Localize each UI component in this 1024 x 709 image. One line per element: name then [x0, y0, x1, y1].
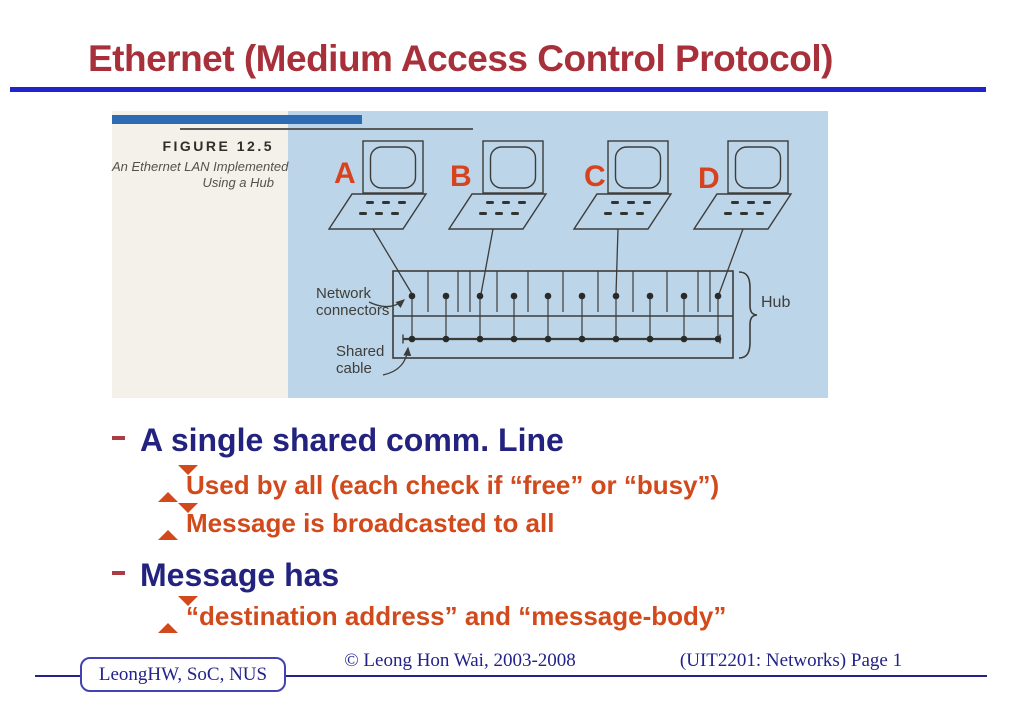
computer-a-drawing	[327, 140, 428, 230]
computer-c-drawing	[572, 140, 673, 230]
shared-cable-label: Shared cable	[336, 343, 385, 377]
computer-b-keys	[479, 201, 526, 215]
diamond-bullet-icon	[158, 503, 198, 540]
computer-b-label: B	[450, 160, 472, 193]
figure-divider-line	[180, 128, 473, 130]
footer-author: LeongHW, SoC, NUS	[98, 663, 268, 685]
network-connector-dots	[408, 292, 722, 343]
hub-label: Hub	[761, 294, 791, 311]
hub-brace	[738, 271, 758, 359]
footer-line	[35, 675, 987, 677]
diamond-bullet-icon	[158, 465, 198, 502]
figure-number: FIGURE 12.5	[162, 138, 274, 154]
footer-author-box: LeongHW, SoC, NUS	[80, 657, 286, 692]
computer-c-keys	[604, 201, 651, 215]
computer-b-drawing	[447, 140, 548, 230]
network-connectors-label: Network connectors	[316, 285, 390, 319]
figure-caption-line2: Using a Hub	[202, 175, 274, 190]
computer-a-keys	[359, 201, 406, 215]
computer-d-label: D	[698, 162, 720, 195]
footer-page-number: (UIT2201: Networks) Page 1	[679, 650, 903, 671]
dash-bullet-icon	[112, 436, 125, 440]
footer-copyright: © Leong Hon Wai, 2003-2008	[344, 650, 576, 671]
computer-d-drawing	[692, 140, 793, 230]
bullet-text: A single shared comm. Line	[140, 422, 564, 458]
computer-d-keys	[724, 201, 771, 215]
figure-top-bar	[112, 115, 362, 124]
computer-a-label: A	[334, 157, 356, 190]
figure-ethernet-lan-hub: FIGURE 12.5 An Ethernet LAN Implemented …	[112, 111, 828, 398]
bullet-item: A single shared comm. Line	[112, 422, 564, 459]
bullet-text: Message is broadcasted to all	[186, 508, 555, 538]
dash-bullet-icon	[112, 571, 125, 575]
bullet-item: Message has	[112, 557, 339, 594]
computer-cables	[372, 228, 744, 295]
title-underline	[10, 87, 986, 92]
network-connectors-arrow	[368, 299, 405, 309]
bullet-subitem: Used by all (each check if “free” or “bu…	[158, 465, 720, 502]
figure-caption: FIGURE 12.5 An Ethernet LAN Implemented …	[112, 138, 289, 191]
hub-drawing	[392, 270, 734, 359]
computer-c-label: C	[584, 160, 606, 193]
bullet-subitem: Message is broadcasted to all	[158, 503, 555, 540]
diamond-bullet-icon	[158, 596, 198, 633]
figure-caption-line1: An Ethernet LAN Implemented	[112, 159, 289, 174]
shared-cable-arrow	[382, 346, 412, 376]
bullet-subitem: “destination address” and “message-body”	[158, 596, 727, 633]
bullet-text: “destination address” and “message-body”	[186, 601, 727, 631]
bullet-text: Used by all (each check if “free” or “bu…	[186, 470, 720, 500]
figure-caption-panel	[112, 111, 288, 398]
bullet-text: Message has	[140, 557, 340, 593]
lan-diagram	[327, 140, 793, 376]
page-title: Ethernet (Medium Access Control Protocol…	[88, 38, 833, 79]
